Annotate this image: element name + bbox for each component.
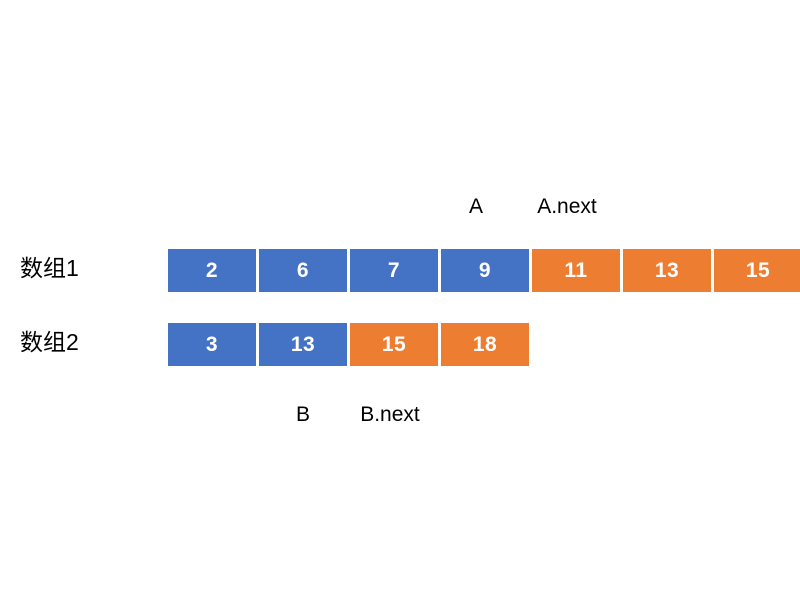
array-cell: 3 (168, 323, 256, 366)
array1-label: 数组1 (20, 255, 79, 281)
array-cell: 6 (259, 249, 347, 292)
pointer-label-a: A (468, 195, 483, 218)
array-cell: 2 (168, 249, 256, 292)
array-cell: 18 (441, 323, 529, 366)
array2-label: 数组2 (20, 329, 79, 355)
array-cell: 15 (714, 249, 800, 292)
pointer-label-b: B (295, 403, 310, 426)
array-cell: 15 (350, 323, 438, 366)
pointer-label-b-next: B.next (360, 403, 420, 426)
pointer-label-a-next: A.next (537, 195, 597, 218)
array-cell: 9 (441, 249, 529, 292)
array-cell: 7 (350, 249, 438, 292)
array-cell: 13 (623, 249, 711, 292)
array-cell: 11 (532, 249, 620, 292)
array-cell: 13 (259, 323, 347, 366)
